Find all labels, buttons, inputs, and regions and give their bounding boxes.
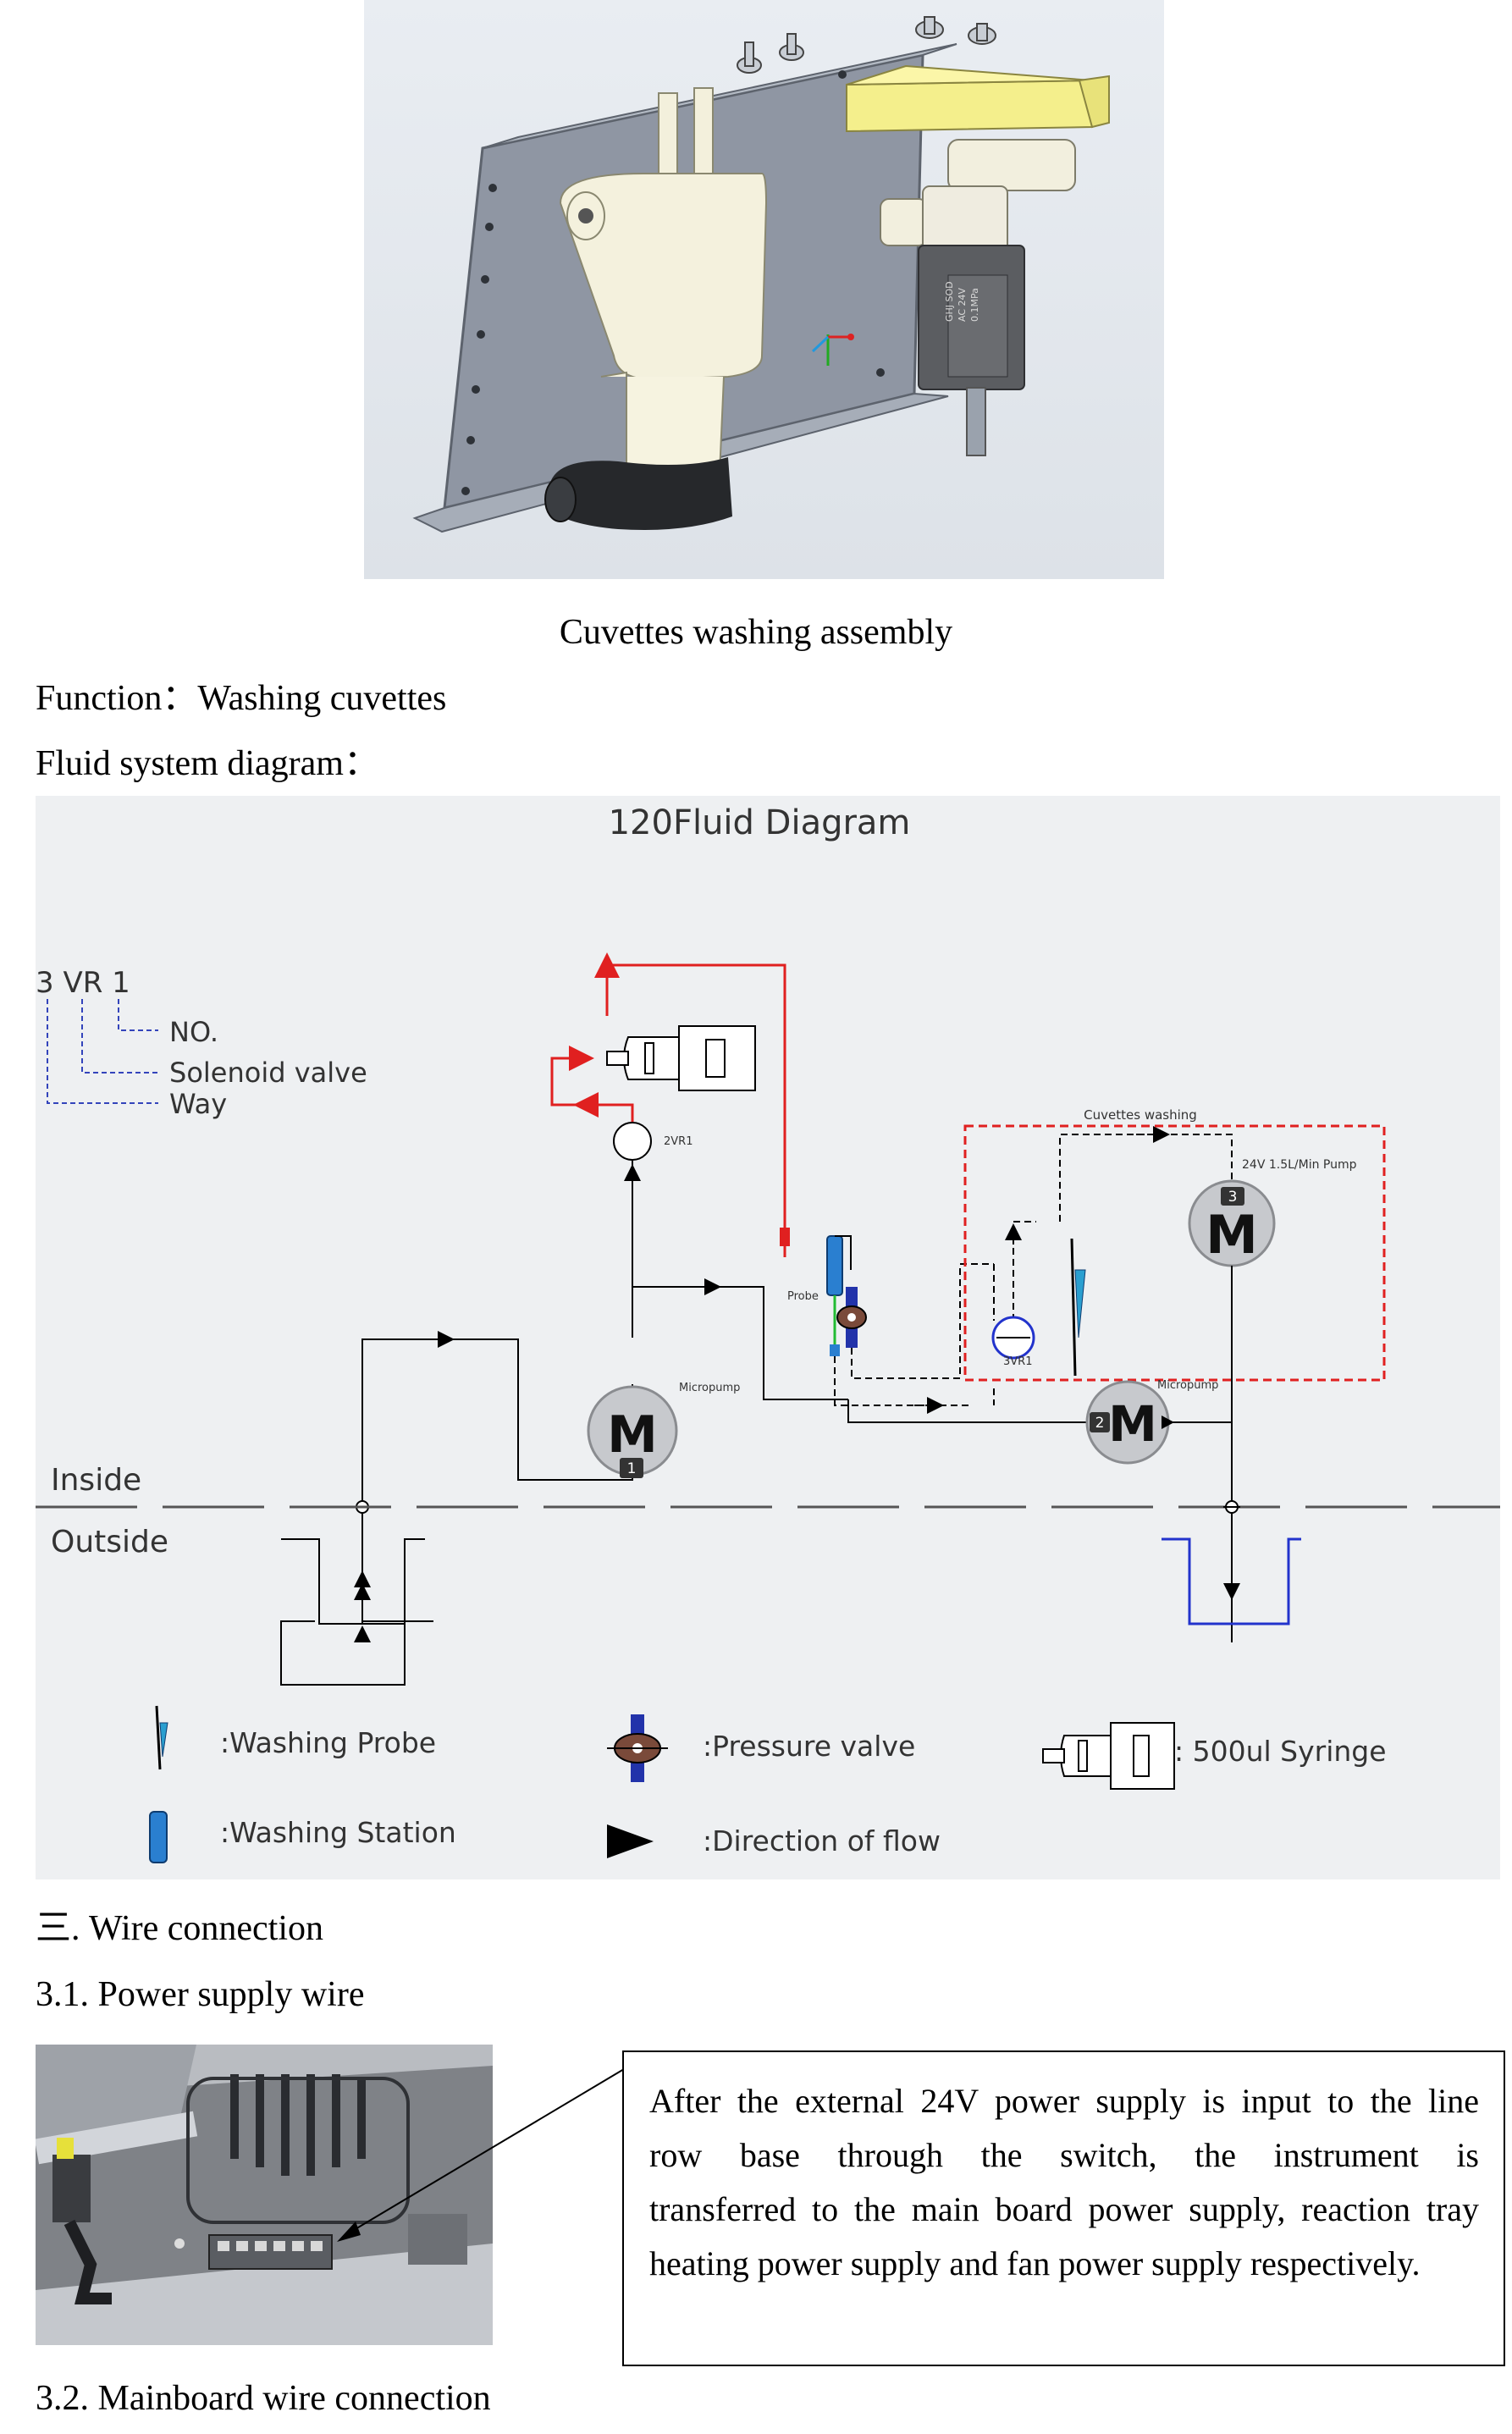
red-line — [550, 952, 790, 1257]
label-inside: Inside — [51, 1463, 141, 1498]
section-3-2-heading: 3.2. Mainboard wire connection — [36, 2379, 491, 2418]
black-lines-left — [280, 1160, 848, 1686]
symbol-key: :Washing Probe :Washing Station :Pressur… — [149, 1705, 1387, 1863]
power-wire-photo-svg — [36, 2045, 493, 2345]
section-3-1-heading: 3.1. Power supply wire — [36, 1975, 365, 2014]
plate-top-lip — [482, 43, 957, 149]
fluid-heading: Fluid system diagram： — [36, 744, 379, 783]
outlet-connector — [1223, 1500, 1240, 1514]
pressure-valve-mid — [836, 1287, 867, 1348]
pump2-letter: M — [1108, 1395, 1157, 1453]
pump3-number: 3 — [1228, 1189, 1238, 1206]
key-washing-station: :Washing Station — [220, 1816, 456, 1849]
legend-code: 3 VR 1 — [36, 966, 130, 1000]
key-direction-icon — [607, 1824, 654, 1858]
valve-2vr1 — [613, 1122, 652, 1161]
section-3-heading: 三. Wire connection — [36, 1909, 324, 1948]
power-wire-photo — [36, 2045, 493, 2345]
valve-label-1: GHJ SOD — [944, 281, 955, 322]
label-cuvettes-washing: Cuvettes washing — [1084, 1107, 1197, 1123]
callout-text: After the external 24V power supply is i… — [649, 2074, 1479, 2291]
solenoid-valve: GHJ SOD AC 24V 0.1MPa — [880, 139, 1076, 456]
valve-label-2: AC 24V — [957, 287, 968, 322]
syringe-symbol — [606, 1025, 756, 1091]
yellow-bracket — [846, 64, 1110, 133]
label-micropump-1: Micropump — [679, 1382, 740, 1394]
pump1-letter: M — [607, 1405, 658, 1465]
pump1-number: 1 — [627, 1460, 637, 1477]
pump-3: 3 M — [1188, 1179, 1276, 1267]
pump2-number: 2 — [1095, 1415, 1105, 1432]
top-screws — [737, 16, 996, 74]
dashed-lines — [834, 1126, 1233, 1414]
key-direction: :Direction of flow — [703, 1824, 941, 1857]
label-3vr1: 3VR1 — [1003, 1355, 1032, 1368]
valve-label-3: 0.1MPa — [969, 288, 980, 322]
key-pressure-valve-icon — [607, 1714, 668, 1782]
legend-way: Way — [169, 1088, 227, 1120]
micropump-2: 2 M Micropump — [1085, 1379, 1218, 1465]
key-syringe-icon — [1042, 1722, 1175, 1790]
washing-pump — [544, 87, 768, 530]
callout-line-3: transferred to the main board power supp… — [649, 2190, 1479, 2228]
label-outside: Outside — [51, 1525, 168, 1559]
callout-line-4: heating power supply and fan power suppl… — [649, 2244, 1421, 2282]
pump3-letter: M — [1206, 1204, 1258, 1266]
outlet-tank — [1162, 1537, 1301, 1625]
label-probe: Probe — [787, 1290, 819, 1303]
callout-line-1: After the external 24V power supply is i… — [649, 2082, 1479, 2120]
cuvettes-washing-box — [963, 1124, 1386, 1382]
callout-leader — [337, 2068, 625, 2242]
plate-holes — [461, 70, 885, 495]
callout-box: After the external 24V power supply is i… — [622, 2050, 1505, 2366]
micropump-1: M 1 Micropump — [587, 1382, 740, 1478]
label-2vr1: 2VR1 — [664, 1135, 693, 1148]
right-lines — [847, 1266, 1240, 1642]
key-syringe: : 500ul Syringe — [1174, 1735, 1387, 1768]
designation-legend: 3 VR 1 NO. Solenoid valve Way — [36, 966, 367, 1120]
fluid-diagram: 120Fluid Diagram 3 VR 1 NO. Solenoid val… — [36, 796, 1500, 1879]
valve-3vr1: 3VR1 — [991, 1316, 1035, 1368]
washing-probe-right — [1070, 1238, 1086, 1377]
key-washing-station-icon — [149, 1811, 168, 1863]
label-pump3: 24V 1.5L/Min Pump — [1242, 1158, 1357, 1172]
assembly-render: GHJ SOD AC 24V 0.1MPa — [364, 0, 1164, 579]
assembly-render-svg: GHJ SOD AC 24V 0.1MPa — [412, 16, 1110, 533]
coordinate-triad — [811, 334, 854, 366]
fluid-diagram-svg: 120Fluid Diagram 3 VR 1 NO. Solenoid val… — [36, 803, 1500, 1863]
label-micropump-2: Micropump — [1157, 1379, 1218, 1392]
legend-no: NO. — [169, 1016, 218, 1048]
function-line: Function：Washing cuvettes — [36, 679, 447, 718]
key-pressure-valve: :Pressure valve — [703, 1730, 915, 1763]
key-washing-probe: :Washing Probe — [220, 1726, 436, 1759]
diagram-title: 120Fluid Diagram — [609, 803, 911, 842]
inlet-tank — [281, 1538, 425, 1625]
key-washing-probe-icon — [155, 1705, 168, 1770]
probe-assembly: Probe — [787, 1235, 852, 1356]
callout-line-2: row base through the switch, the instrum… — [649, 2136, 1479, 2174]
legend-solenoid: Solenoid valve — [169, 1057, 367, 1089]
figure-caption: Cuvettes washing assembly — [559, 613, 953, 652]
